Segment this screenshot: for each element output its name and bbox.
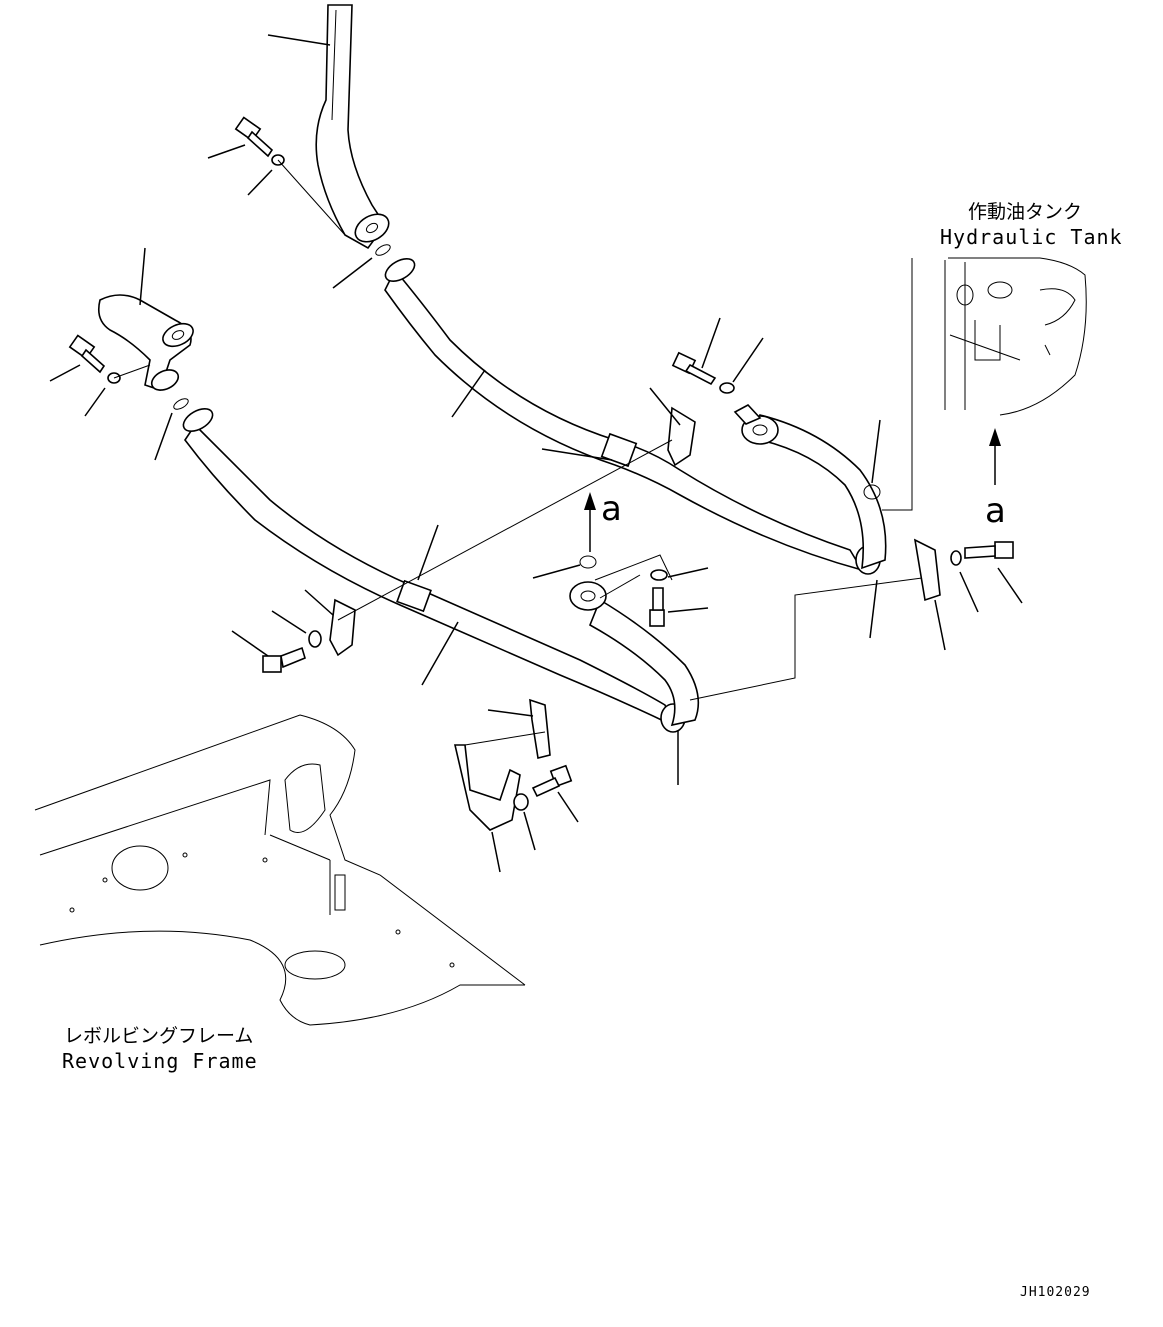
bolt-tank-1 [671,351,717,386]
hydraulic-tank-outline [882,257,1087,511]
bracket-lower [453,744,521,831]
o-ring-upper-1 [375,244,391,256]
hose-lower-return [569,581,700,727]
clamp-upper [667,406,696,467]
hose-upper-return [733,404,887,570]
view-label-main: a [601,489,622,529]
bolt-tank-2 [964,541,1014,559]
washer-center [650,569,668,581]
leader-lines [49,34,1023,873]
bolt-upper-1 [234,116,274,158]
upper-suction-pipe [315,4,390,250]
revolving-frame-label-en: Revolving Frame [62,1049,258,1073]
assembly-guide-lines [113,159,923,746]
revolving-frame-outline [34,714,526,1026]
o-ring-tank [863,484,881,500]
hydraulic-tank-label-jp: 作動油タンク [968,201,1082,223]
washer-lower-center [513,793,529,811]
hose-upper [384,258,881,575]
view-arrow-tank [989,428,1001,485]
view-arrow-main [584,492,596,552]
view-label-tank: a [985,491,1006,531]
o-ring-center [579,555,597,569]
bolt-lower-center [531,764,573,798]
o-ring-upper-2 [173,398,189,410]
bolt-center [649,587,665,627]
revolving-frame-label-jp: レボルビングフレーム [64,1025,253,1047]
clamp-lower-left [329,598,356,657]
clamp-right [913,538,941,602]
clamp-lower-center [529,698,551,759]
lower-suction-elbow [97,294,194,392]
washer-tank-2 [950,550,962,566]
bolt-lower-left [262,646,306,673]
washer-lower-left [308,630,322,648]
bolt-upper-2 [68,334,106,374]
washer-tank-1 [719,382,735,394]
drawing-id: JH102029 [1020,1285,1091,1300]
hydraulic-tank-label-en: Hydraulic Tank [940,225,1123,249]
